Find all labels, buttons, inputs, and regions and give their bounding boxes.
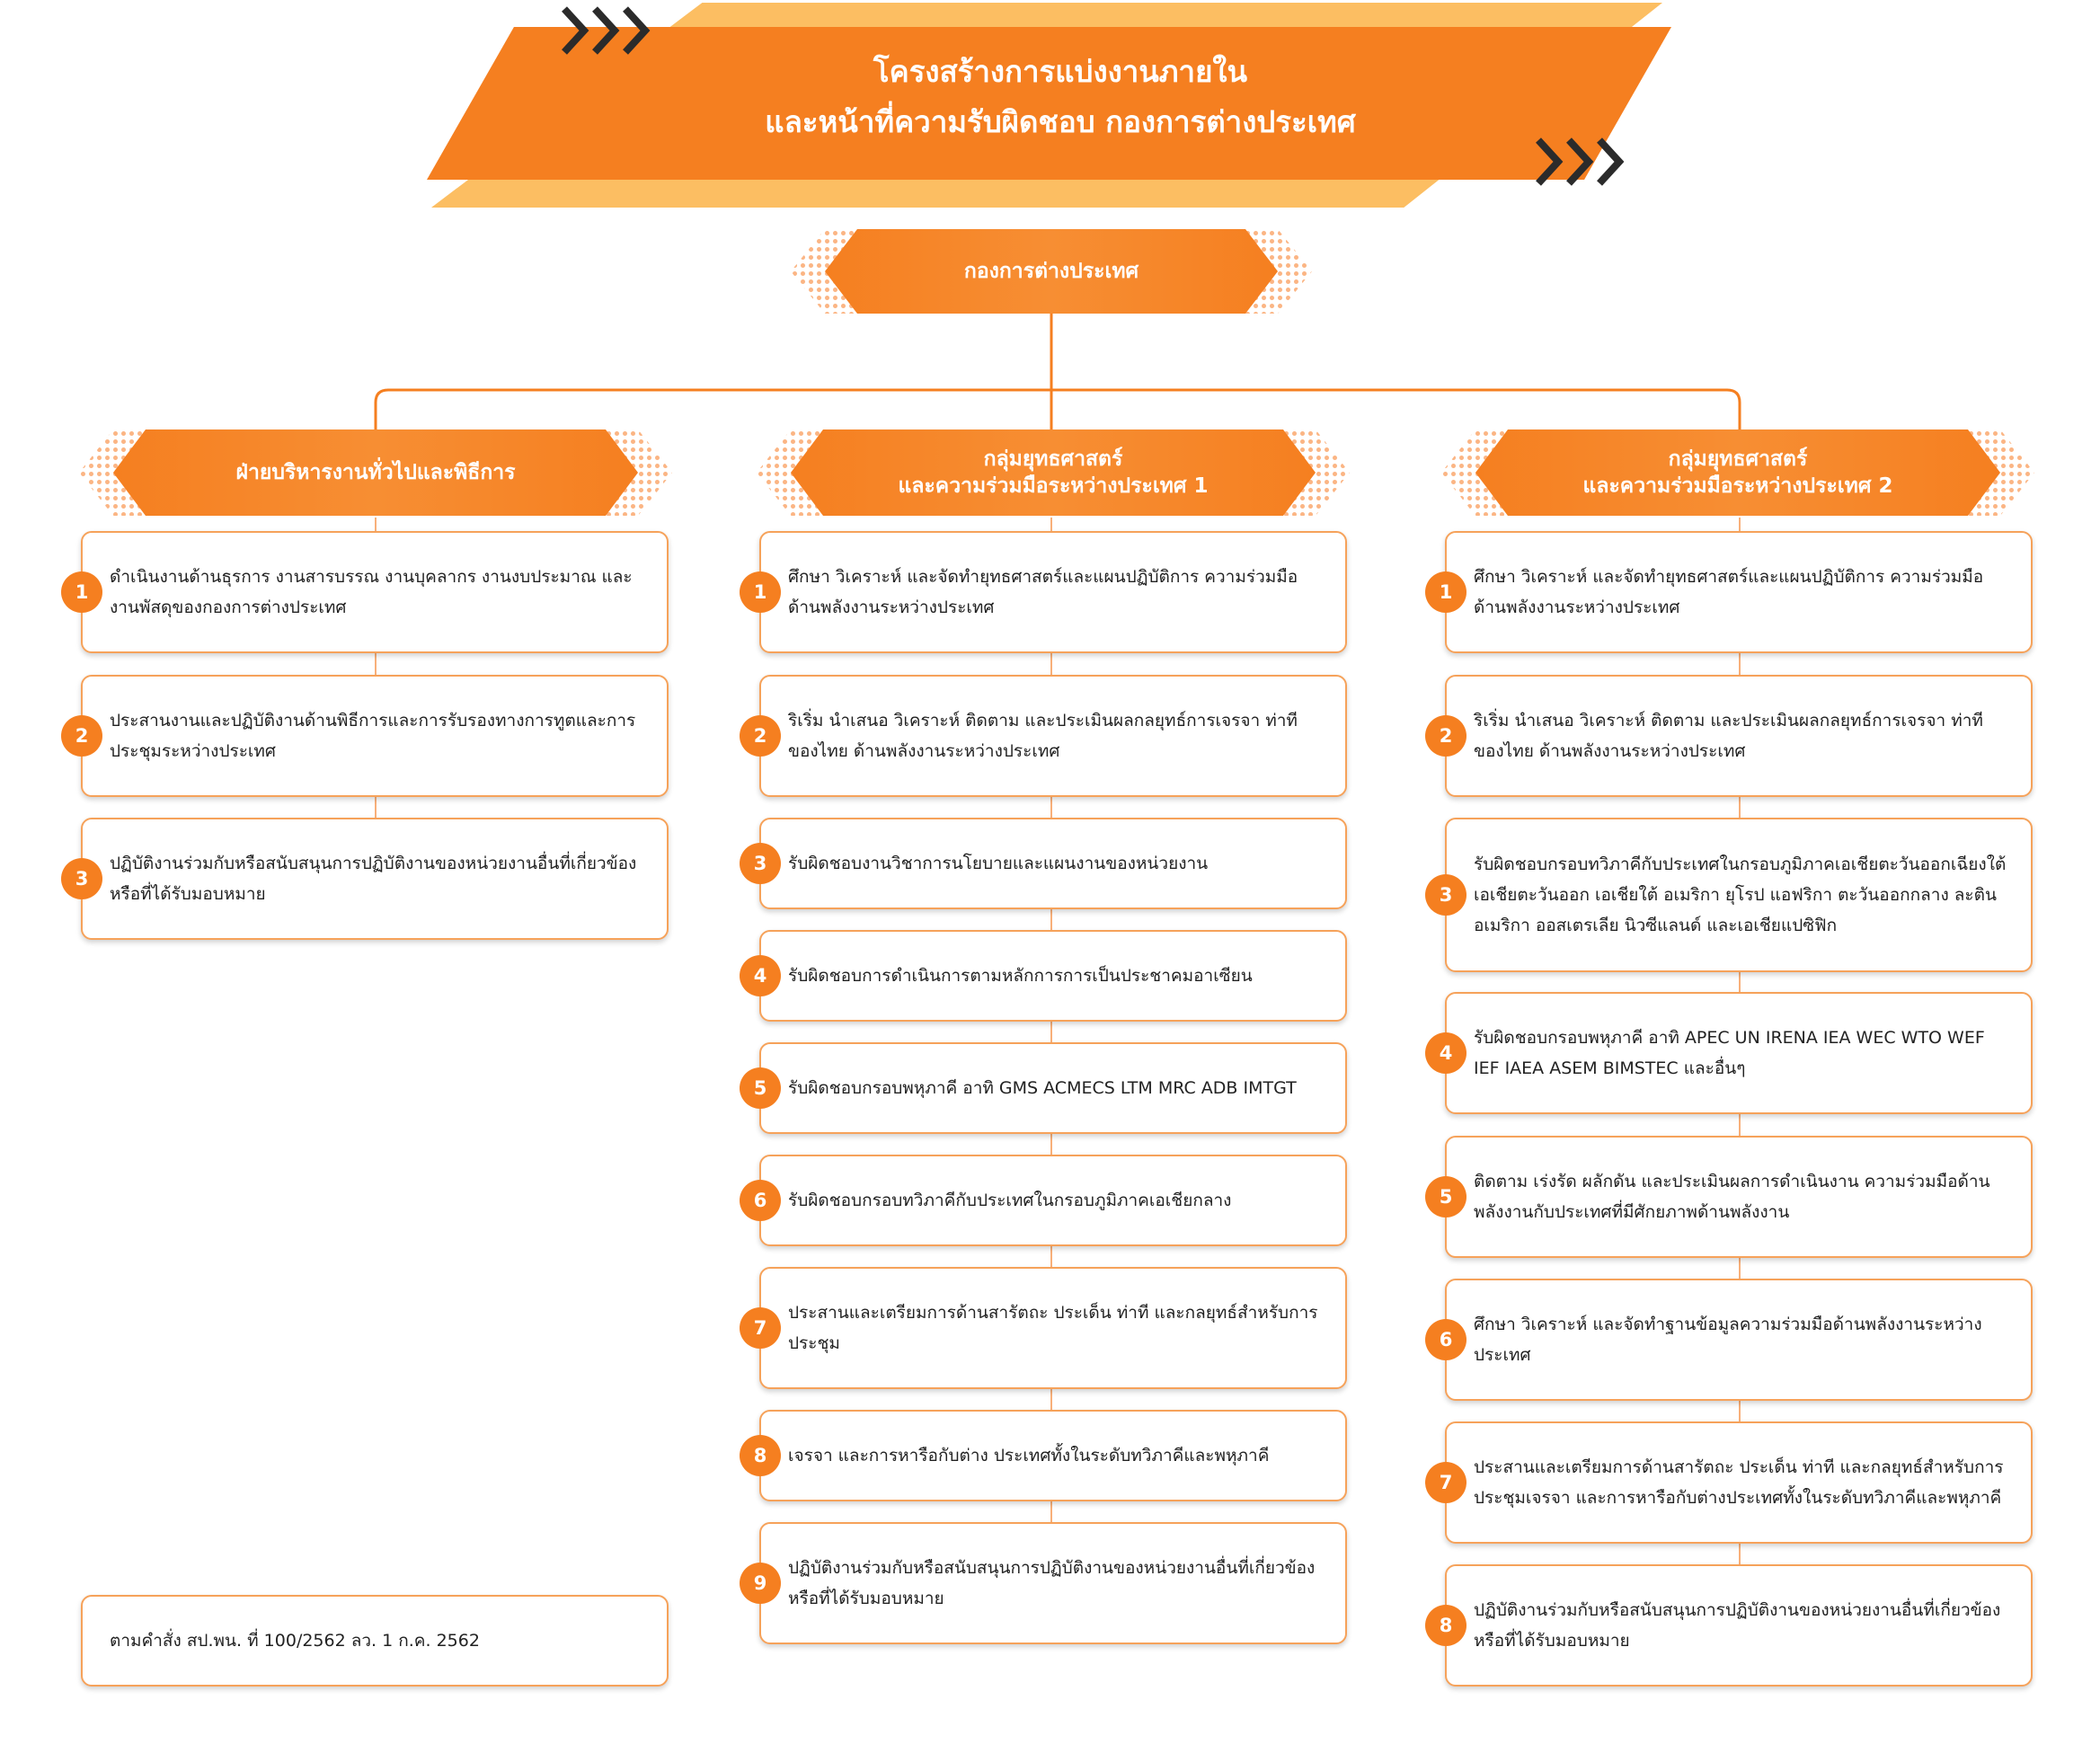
duty-text: ศึกษา วิเคราะห์ และจัดทำยุทธศาสตร์และแผน… [1474, 567, 1984, 617]
duty-card: 1 ศึกษา วิเคราะห์ และจัดทำยุทธศาสตร์และแ… [1425, 531, 2033, 653]
duty-text: ดำเนินงานด้านธุรการ งานสารบรรณ งานบุคลาก… [110, 567, 633, 617]
item-number: 1 [1425, 571, 1466, 613]
item-number: 6 [740, 1180, 781, 1221]
department-label: ฝ่ายบริหารงานทั่วไปและพิธีการ [235, 461, 516, 484]
duty-card: 4 รับผิดชอบกรอบพหุภาคี อาทิ APEC UN IREN… [1425, 992, 2033, 1114]
duty-card: 8 เจรจา และการหารือกับต่าง ประเทศทั้งในร… [740, 1410, 1347, 1501]
item-number: 4 [740, 955, 781, 996]
title-banner [427, 27, 1671, 180]
duty-card: 7 ประสานและเตรียมการด้านสารัตถะ ประเด็น … [1425, 1421, 2033, 1544]
title-line-2: และหน้าที่ความรับผิดชอบ กองการต่างประเทศ [765, 104, 1356, 139]
duty-text: ริเริ่ม นำเสนอ วิเคราะห์ ติดตาม และประเม… [1474, 711, 1983, 761]
root-tag: กองการต่างประเทศ [791, 229, 1312, 314]
duty-card: 3 ปฏิบัติงานร่วมกับหรือสนับสนุนการปฏิบัต… [61, 818, 669, 940]
duty-card: 6 ศึกษา วิเคราะห์ และจัดทำฐานข้อมูลความร… [1425, 1279, 2033, 1401]
item-number: 3 [740, 843, 781, 884]
root-label: กองการต่างประเทศ [825, 229, 1278, 314]
chevrons-bottom-icon [1536, 137, 1625, 186]
item-number: 2 [61, 715, 102, 757]
duty-text: ประสานงานและปฏิบัติงานด้านพิธีการและการร… [110, 711, 636, 761]
duty-text: ปฏิบัติงานร่วมกับหรือสนับสนุนการปฏิบัติง… [788, 1558, 1316, 1608]
duty-text: ศึกษา วิเคราะห์ และจัดทำฐานข้อมูลความร่ว… [1474, 1315, 1982, 1365]
duty-text: ประสานและเตรียมการด้านสารัตถะ ประเด็น ท่… [788, 1303, 1318, 1353]
item-number: 9 [740, 1563, 781, 1604]
order-note-card: ตามคำสั่ง สป.พน. ที่ 100/2562 ลว. 1 ก.ค.… [81, 1595, 669, 1687]
order-note-text: ตามคำสั่ง สป.พน. ที่ 100/2562 ลว. 1 ก.ค.… [110, 1631, 480, 1651]
duty-card: 7 ประสานและเตรียมการด้านสารัตถะ ประเด็น … [740, 1267, 1347, 1389]
department-tag-strategy-2: กลุ่มยุทธศาสตร์ และความร่วมมือระหว่างประ… [1441, 429, 2034, 516]
item-number: 2 [1425, 715, 1466, 757]
item-number: 5 [1425, 1176, 1466, 1217]
duty-card: 3 รับผิดชอบกรอบทวิภาคีกับประเทศในกรอบภูม… [1425, 818, 2033, 972]
duty-text: รับผิดชอบการดำเนินการตามหลักการการเป็นปร… [788, 966, 1253, 986]
duty-text: ติดตาม เร่งรัด ผลักดัน และประเมินผลการดำ… [1474, 1172, 1990, 1222]
item-number: 2 [740, 715, 781, 757]
item-number: 6 [1425, 1319, 1466, 1360]
branch-bar [374, 388, 1741, 432]
duty-card: 2 ริเริ่ม นำเสนอ วิเคราะห์ ติดตาม และประ… [1425, 675, 2033, 797]
department-label-line-2: และความร่วมมือระหว่างประเทศ 2 [1582, 474, 1893, 498]
item-number: 7 [740, 1307, 781, 1349]
duty-text: เจรจา และการหารือกับต่าง ประเทศทั้งในระด… [788, 1446, 1270, 1465]
item-number: 1 [61, 571, 102, 613]
item-number: 4 [1425, 1032, 1466, 1074]
item-number: 1 [740, 571, 781, 613]
department-label-line-1: กลุ่มยุทธศาสตร์ [1668, 447, 1808, 471]
duty-text: ประสานและเตรียมการด้านสารัตถะ ประเด็น ท่… [1474, 1457, 2004, 1508]
duty-text: รับผิดชอบกรอบพหุภาคี อาทิ APEC UN IRENA … [1474, 1028, 1985, 1078]
duty-card: 4 รับผิดชอบการดำเนินการตามหลักการการเป็น… [740, 930, 1347, 1022]
department-label-line-1: กลุ่มยุทธศาสตร์ [983, 447, 1123, 471]
duty-card: 1 ดำเนินงานด้านธุรการ งานสารบรรณ งานบุคล… [61, 531, 669, 653]
duty-card: 8 ปฏิบัติงานร่วมกับหรือสนับสนุนการปฏิบัต… [1425, 1564, 2033, 1687]
duty-text: รับผิดชอบกรอบทวิภาคีกับประเทศในกรอบภูมิภ… [1474, 854, 2007, 935]
duty-card: 9 ปฏิบัติงานร่วมกับหรือสนับสนุนการปฏิบัต… [740, 1522, 1347, 1644]
duty-card: 2 ริเริ่ม นำเสนอ วิเคราะห์ ติดตาม และประ… [740, 675, 1347, 797]
chevrons-top-icon [562, 6, 651, 55]
item-number: 7 [1425, 1462, 1466, 1503]
duty-card: 2 ประสานงานและปฏิบัติงานด้านพิธีการและกา… [61, 675, 669, 797]
department-tag-general-admin: ฝ่ายบริหารงานทั่วไปและพิธีการ [79, 429, 672, 516]
duty-text: รับผิดชอบกรอบทวิภาคีกับประเทศในกรอบภูมิภ… [788, 1191, 1232, 1210]
duty-card: 1 ศึกษา วิเคราะห์ และจัดทำยุทธศาสตร์และแ… [740, 531, 1347, 653]
item-number: 3 [61, 858, 102, 899]
department-tag-strategy-1: กลุ่มยุทธศาสตร์ และความร่วมมือระหว่างประ… [757, 429, 1350, 516]
duty-card: 6 รับผิดชอบกรอบทวิภาคีกับประเทศในกรอบภูม… [740, 1155, 1347, 1246]
item-number: 8 [1425, 1605, 1466, 1646]
page-title: โครงสร้างการแบ่งงานภายใน และหน้าที่ความร… [629, 47, 1492, 147]
title-line-1: โครงสร้างการแบ่งงานภายใน [873, 54, 1248, 89]
duty-text: ศึกษา วิเคราะห์ และจัดทำยุทธศาสตร์และแผน… [788, 567, 1298, 617]
duty-card: 5 ติดตาม เร่งรัด ผลักดัน และประเมินผลการ… [1425, 1136, 2033, 1258]
duty-text: รับผิดชอบกรอบพหุภาคี อาทิ GMS ACMECS LTM… [788, 1078, 1297, 1098]
department-label-line-2: และความร่วมมือระหว่างประเทศ 1 [898, 474, 1209, 498]
duty-text: รับผิดชอบงานวิชาการนโยบายและแผนงานของหน่… [788, 854, 1209, 873]
duty-text: ปฏิบัติงานร่วมกับหรือสนับสนุนการปฏิบัติง… [110, 854, 637, 904]
duty-card: 5 รับผิดชอบกรอบพหุภาคี อาทิ GMS ACMECS L… [740, 1042, 1347, 1134]
duty-card: 3 รับผิดชอบงานวิชาการนโยบายและแผนงานของห… [740, 818, 1347, 909]
duty-text: ริเริ่ม นำเสนอ วิเคราะห์ ติดตาม และประเม… [788, 711, 1298, 761]
item-number: 5 [740, 1067, 781, 1109]
item-number: 3 [1425, 874, 1466, 916]
duty-text: ปฏิบัติงานร่วมกับหรือสนับสนุนการปฏิบัติง… [1474, 1600, 2001, 1651]
item-number: 8 [740, 1435, 781, 1476]
